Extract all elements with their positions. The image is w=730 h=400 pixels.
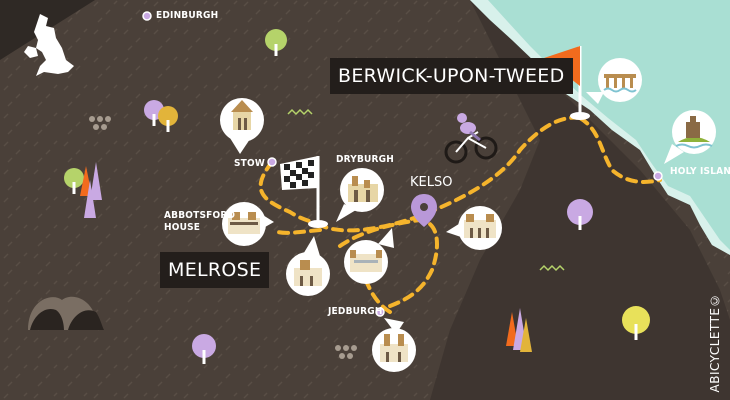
label-jedburgh: JEDBURGH	[328, 306, 383, 317]
callout-floors-castle	[344, 228, 394, 284]
label-kelso: KELSO	[410, 175, 453, 190]
tree-icon	[192, 334, 216, 364]
tree-icon	[64, 168, 84, 194]
callout-melrose-abbey	[286, 236, 330, 296]
bridge-icon	[603, 74, 637, 93]
abbey-icon	[294, 260, 322, 286]
castle-icon	[350, 250, 382, 272]
label-berwick-upon-tweed: BERWICK-UPON-TWEED	[330, 58, 573, 94]
house-icon	[228, 212, 260, 234]
callout-kelso	[446, 206, 502, 250]
tree-icon	[567, 199, 593, 230]
trees	[64, 29, 650, 364]
finish-flag-icon	[280, 156, 328, 228]
label-stow: STOW	[234, 158, 265, 169]
cyclist-icon	[444, 113, 498, 164]
abbey-icon	[231, 100, 253, 130]
sheep-dots	[89, 116, 357, 359]
tree-icon	[80, 162, 102, 218]
callout-abbotsford	[222, 202, 274, 246]
callout-dryburgh	[336, 168, 384, 222]
ruin-icon	[348, 176, 378, 202]
label-abbotsford-house: ABBOTSFORD HOUSE	[164, 210, 236, 233]
abbey-icon	[380, 334, 408, 362]
castle-icon	[675, 116, 713, 149]
location-pin-icon	[411, 194, 437, 227]
sea	[470, 0, 730, 255]
abbey-icon	[464, 214, 496, 238]
label-melrose: MELROSE	[160, 252, 270, 288]
tree-icon	[265, 29, 287, 56]
callout-holy-island	[664, 110, 716, 164]
tree-icon	[158, 106, 178, 132]
label-dryburgh: DRYBURGH	[336, 154, 394, 165]
uk-map-icon	[24, 14, 74, 76]
callout-jedburgh	[372, 318, 416, 372]
town-dots	[142, 11, 663, 317]
tree-icon	[622, 306, 650, 340]
label-holy-island: HOLY ISLAND	[670, 166, 730, 177]
tree-icon	[506, 308, 532, 352]
callout-stow	[220, 98, 264, 154]
label-edinburgh: EDINBURGH	[156, 10, 219, 21]
grass-marks	[287, 108, 565, 272]
callout-berwick-bridge	[586, 58, 642, 104]
credit-text: ABICYCLETTE©	[708, 292, 722, 393]
